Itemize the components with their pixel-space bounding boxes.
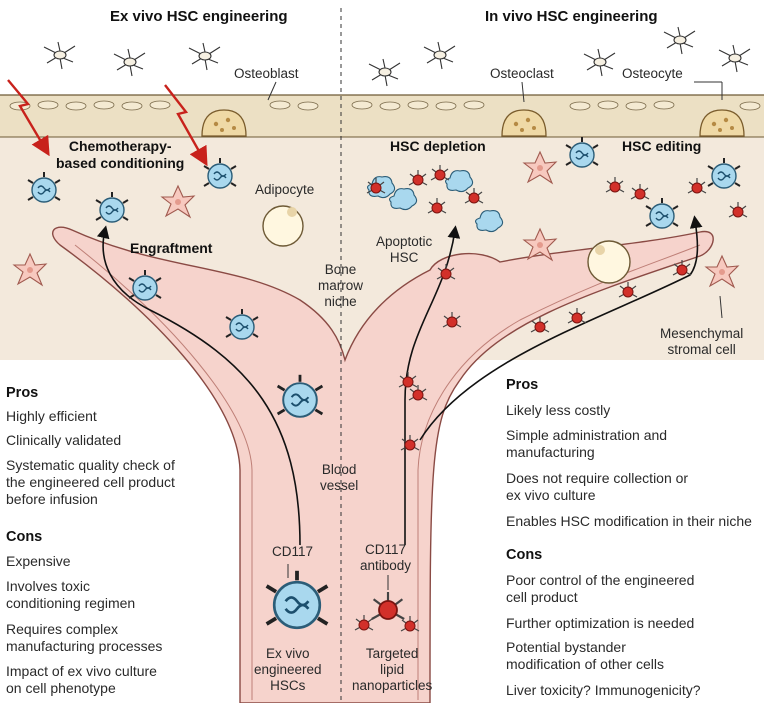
label-ex-vivo-engineered-hscs: Ex vivo engineered HSCs — [254, 646, 322, 693]
label-mesenchymal-stromal-cell: Mesenchymal stromal cell — [660, 326, 744, 357]
left-con-item: Impact of ex vivo culture on cell phenot… — [6, 663, 157, 696]
left-pro-item: Clinically validated — [6, 432, 122, 448]
right-pros-title: Pros — [506, 377, 539, 393]
bone-band — [0, 95, 764, 137]
left-cons-title: Cons — [6, 529, 43, 545]
left-pros-title: Pros — [6, 385, 39, 401]
label-cd117-antibody: CD117 antibody — [360, 542, 412, 573]
label-osteoblast: Osteoblast — [234, 66, 299, 81]
adipocyte-icon — [262, 205, 631, 284]
header-in-vivo: In vivo HSC engineering — [485, 8, 658, 25]
left-con-item: Expensive — [6, 553, 71, 569]
label-engraftment: Engraftment — [130, 240, 213, 256]
left-con-item: Involves toxic conditioning regimen — [6, 578, 136, 611]
right-pro-item: Likely less costly — [506, 402, 611, 418]
bone-lining-cells — [9, 100, 761, 111]
label-hsc-editing: HSC editing — [622, 138, 702, 154]
left-pro-item: Systematic quality check of the engineer… — [6, 457, 175, 507]
label-hsc-depletion: HSC depletion — [390, 138, 486, 154]
label-chemotherapy-conditioning: Chemotherapy- based conditioning — [56, 138, 185, 171]
blood-vessel — [52, 226, 714, 703]
right-pro-item: Simple administration and manufacturing — [506, 427, 668, 460]
right-cons-title: Cons — [506, 547, 543, 563]
header-ex-vivo: Ex vivo HSC engineering — [110, 8, 288, 25]
label-cd117: CD117 — [272, 544, 314, 559]
label-osteocyte: Osteocyte — [622, 66, 683, 81]
label-bone-marrow-niche: Bone marrow niche — [318, 262, 364, 309]
right-con-item: Further optimization is needed — [506, 615, 695, 631]
right-pro-item: Enables HSC modification in their niche — [506, 513, 752, 529]
right-pro-item: Does not require collection or ex vivo c… — [506, 470, 689, 503]
label-adipocyte: Adipocyte — [255, 182, 315, 197]
label-blood-vessel: Blood vessel — [320, 462, 359, 493]
left-pro-item: Highly efficient — [6, 408, 97, 424]
label-apoptotic-hsc: Apoptotic HSC — [376, 234, 433, 265]
label-osteoclast: Osteoclast — [490, 66, 554, 81]
left-con-item: Requires complex manufacturing processes — [6, 621, 163, 654]
lightning-icon — [7, 79, 208, 167]
right-con-item: Poor control of the engineered cell prod… — [506, 572, 695, 605]
right-con-item: Potential bystander modification of othe… — [506, 639, 664, 672]
label-targeted-lipid-nanoparticles: Targeted lipid nanoparticles — [352, 646, 433, 693]
right-con-item: Liver toxicity? Immunogenicity? — [506, 682, 701, 698]
